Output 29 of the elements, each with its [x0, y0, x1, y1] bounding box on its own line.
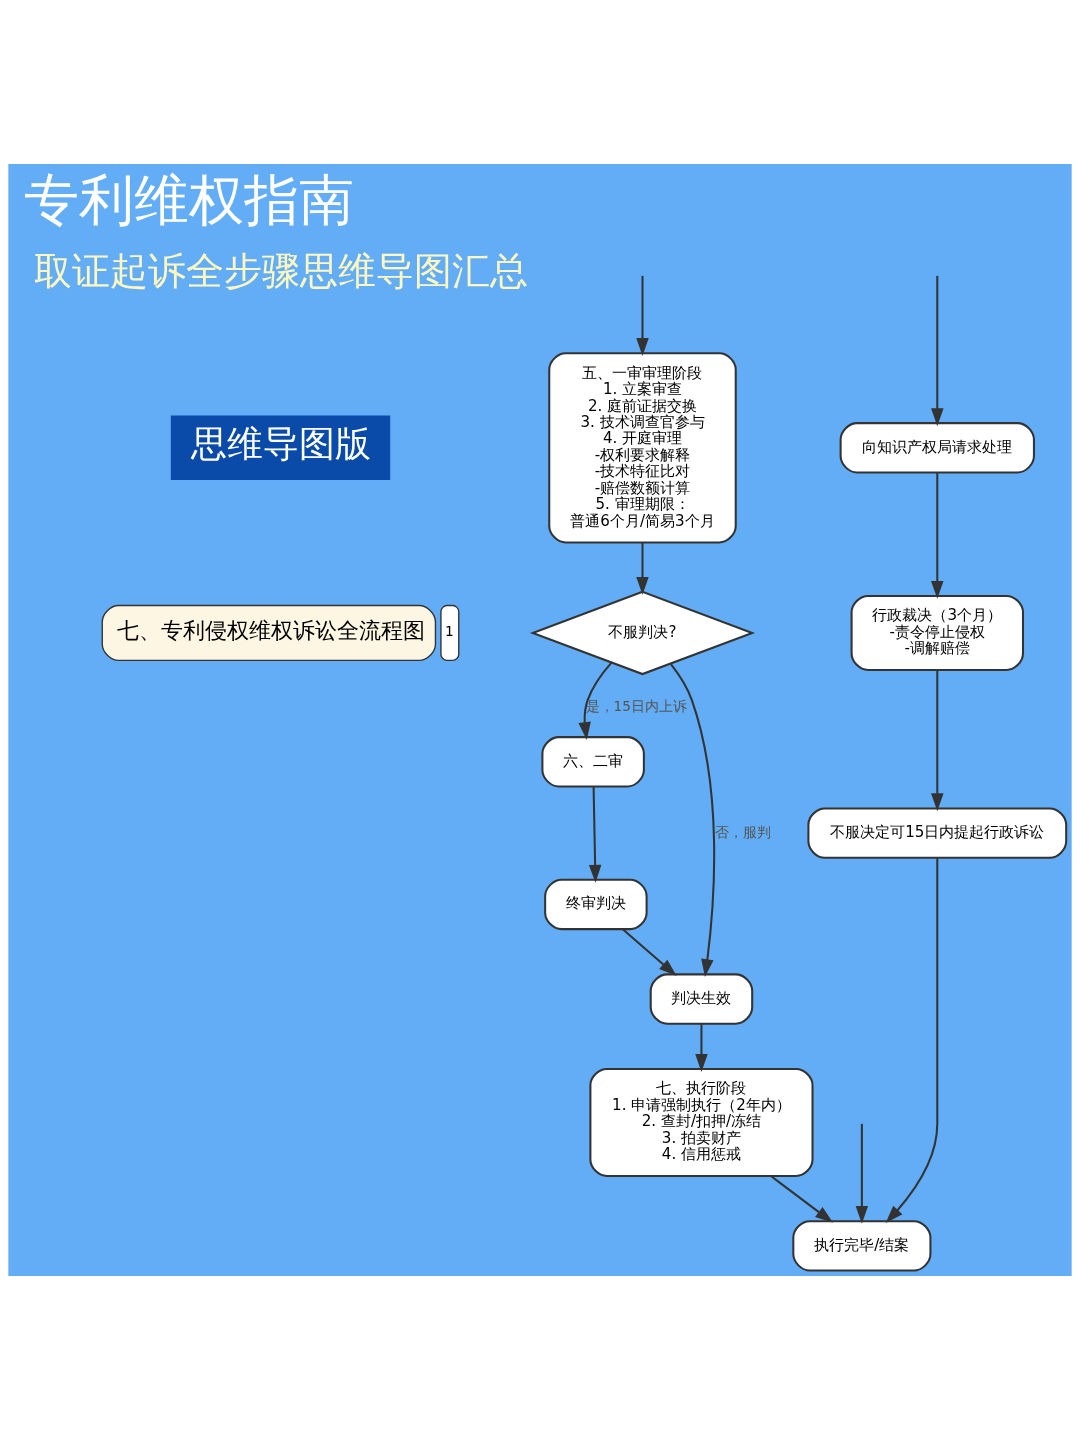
arrow	[588, 786, 602, 883]
diagram-title: 专利维权指南	[23, 167, 354, 232]
node-box: 七、执行阶段 1. 申请强制执行（2年内） 2. 查封/扣押/冻结 3. 拍卖财产 4. 信用惩戒	[589, 1067, 814, 1177]
node-box: 终审判决	[544, 878, 648, 931]
arrow	[636, 275, 649, 356]
arrow	[670, 663, 716, 978]
node-box: 执行完毕/结案	[792, 1220, 932, 1272]
arrow	[931, 472, 944, 599]
arrow	[636, 542, 649, 595]
arrow	[931, 275, 944, 427]
node-label: 1	[445, 623, 454, 640]
node-diamond: 不服判决?	[529, 590, 756, 676]
arrow	[770, 1175, 834, 1223]
label: 取证起诉全步骤思维导图汇总	[33, 247, 528, 293]
label: 思维导图版	[190, 423, 371, 465]
arrow	[931, 670, 944, 812]
node-box: 向知识产权局请求处理	[839, 422, 1035, 474]
node-box: 行政裁决（3个月） -责令停止侵权 -调解赔偿	[850, 594, 1024, 671]
edge-label: 否，服判	[714, 823, 771, 840]
arrow	[622, 928, 677, 977]
node-box: 判决生效	[649, 973, 754, 1025]
node-box: 五、一审审理阶段 1. 立案审查 2. 庭前证据交换 3. 技术调查官参与 4. 开庭审理 -权利要求解释 -技术特征比对 -赔偿数额计算 5. 审理期限： 普通6个月/简易3个月	[548, 352, 737, 544]
node-box: 六、二审	[541, 736, 645, 788]
edge-label: 是，15日内上诉	[585, 698, 688, 715]
arrow	[885, 858, 939, 1224]
arrow	[578, 662, 613, 741]
node-box: 不服决定可15日内提起行政诉讼	[807, 807, 1068, 859]
arrow	[695, 1024, 708, 1072]
arrow	[855, 1123, 869, 1224]
